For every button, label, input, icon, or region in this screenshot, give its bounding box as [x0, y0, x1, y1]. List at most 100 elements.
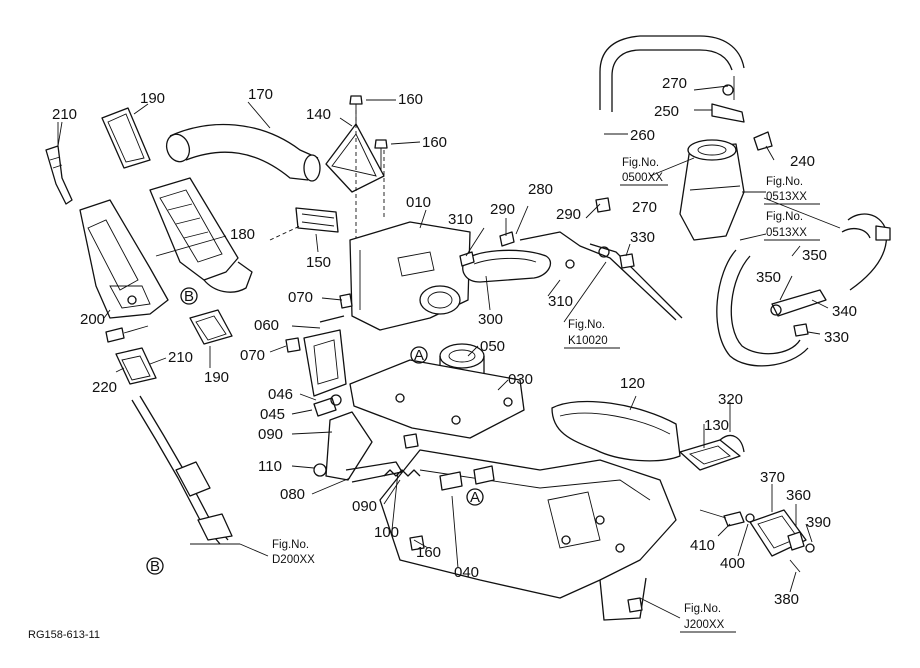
label-030: 030 — [508, 371, 533, 388]
label-045: 045 — [260, 406, 285, 423]
label-190-top: 190 — [140, 90, 165, 107]
label-170: 170 — [248, 86, 273, 103]
label-130: 130 — [704, 417, 729, 434]
figref-j200xx: Fig.No. J200XX — [680, 603, 736, 633]
callout-a-lower: A — [466, 488, 484, 506]
label-340: 340 — [832, 303, 857, 320]
svg-text:Fig.No.: Fig.No. — [766, 176, 803, 188]
label-390: 390 — [806, 514, 831, 531]
part-180-pedal — [149, 177, 253, 293]
part-190-pad-top — [101, 107, 151, 169]
part-100-spring — [383, 465, 495, 491]
label-010: 010 — [406, 194, 431, 211]
figref-k10020: Fig.No. K10020 — [564, 319, 620, 349]
svg-text:A: A — [414, 347, 424, 364]
label-320: 320 — [718, 391, 743, 408]
figref-d200xx: Fig.No. D200XX — [239, 539, 315, 566]
label-350-top: 350 — [802, 247, 827, 264]
label-110: 110 — [258, 458, 282, 475]
svg-text:D200XX: D200XX — [272, 554, 315, 566]
label-310-top: 310 — [448, 211, 473, 228]
label-330-mid: 330 — [630, 229, 655, 246]
label-380: 380 — [774, 591, 799, 608]
part-210-bolt-lower — [105, 325, 149, 343]
svg-text:K10020: K10020 — [568, 335, 608, 347]
svg-text:Fig.No.: Fig.No. — [684, 603, 721, 615]
part-370-switch — [749, 509, 815, 573]
label-250: 250 — [654, 103, 679, 120]
svg-text:B: B — [150, 558, 160, 575]
part-260-tube — [599, 35, 745, 112]
label-280: 280 — [528, 181, 553, 198]
part-410-bolt — [699, 509, 755, 527]
figure-references: Fig.No. 0500XX Fig.No. 0513XX Fig.No. 05… — [239, 157, 820, 633]
part-340-fitting — [770, 289, 827, 337]
label-370: 370 — [760, 469, 785, 486]
label-150: 150 — [306, 254, 331, 271]
leader-lines — [57, 85, 841, 619]
label-140: 140 — [306, 106, 331, 123]
svg-text:Fig.No.: Fig.No. — [568, 319, 605, 331]
label-400: 400 — [720, 555, 745, 572]
label-260: 260 — [630, 127, 655, 144]
label-190-bottom: 190 — [204, 369, 229, 386]
callout-b-lower: B — [146, 557, 164, 575]
label-160-top: 160 — [398, 91, 423, 108]
part-130-box — [679, 435, 745, 471]
label-240: 240 — [790, 153, 815, 170]
callouts: A A B B — [146, 287, 484, 575]
part-190-pad-bottom — [189, 309, 233, 345]
label-270-mid: 270 — [632, 199, 657, 216]
callout-b-upper: B — [180, 287, 198, 305]
svg-text:0513XX: 0513XX — [766, 191, 807, 203]
svg-text:A: A — [470, 489, 480, 506]
label-300: 300 — [478, 311, 503, 328]
label-046: 046 — [268, 386, 293, 403]
part-240-cap — [753, 131, 773, 151]
label-070-top: 070 — [288, 289, 313, 306]
label-210-top: 210 — [52, 106, 77, 123]
label-410: 410 — [690, 537, 715, 554]
part-010-main-block — [349, 221, 471, 331]
svg-text:Fig.No.: Fig.No. — [272, 539, 309, 551]
part-250-fitting — [711, 76, 745, 123]
svg-text:B: B — [184, 288, 194, 305]
label-160-bottom: 160 — [416, 544, 441, 561]
part-small-fittings — [285, 197, 643, 613]
part-150-clamp — [269, 207, 339, 241]
label-200: 200 — [80, 311, 105, 328]
drawing-code: RG158-613-11 — [28, 629, 100, 641]
callout-a-upper: A — [410, 346, 428, 364]
label-120: 120 — [620, 375, 645, 392]
part-210-bolt — [45, 122, 73, 205]
label-310-mid: 310 — [548, 293, 573, 310]
part-160-bolts — [349, 95, 388, 170]
label-350-mid: 350 — [756, 269, 781, 286]
label-270-top: 270 — [662, 75, 687, 92]
figref-0500xx: Fig.No. 0500XX — [620, 157, 668, 186]
label-050: 050 — [480, 338, 505, 355]
parts-artwork — [45, 35, 891, 621]
part-090-lever — [313, 394, 403, 483]
part-labels: 210 190 170 140 160 160 010 310 290 280 … — [52, 75, 857, 608]
label-290-left: 290 — [490, 201, 515, 218]
label-290-right: 290 — [556, 206, 581, 223]
figref-0513xx-top: Fig.No. 0513XX — [764, 176, 820, 205]
label-080: 080 — [280, 486, 305, 503]
part-300-linkage — [462, 231, 683, 321]
label-060: 060 — [254, 317, 279, 334]
part-220-rod — [115, 347, 240, 545]
svg-text:J200XX: J200XX — [684, 619, 725, 631]
svg-text:Fig.No.: Fig.No. — [766, 211, 803, 223]
part-270-valve — [679, 139, 745, 241]
label-090-bottom: 090 — [352, 498, 377, 515]
label-070-mid: 070 — [240, 347, 265, 364]
part-120-duct — [551, 400, 681, 462]
part-040-frame — [379, 449, 677, 621]
label-360: 360 — [786, 487, 811, 504]
part-140-bracket — [325, 110, 385, 300]
label-160-mid: 160 — [422, 134, 447, 151]
svg-text:0513XX: 0513XX — [766, 227, 807, 239]
svg-text:Fig.No.: Fig.No. — [622, 157, 659, 169]
figref-0513xx-bottom: Fig.No. 0513XX — [764, 211, 820, 241]
